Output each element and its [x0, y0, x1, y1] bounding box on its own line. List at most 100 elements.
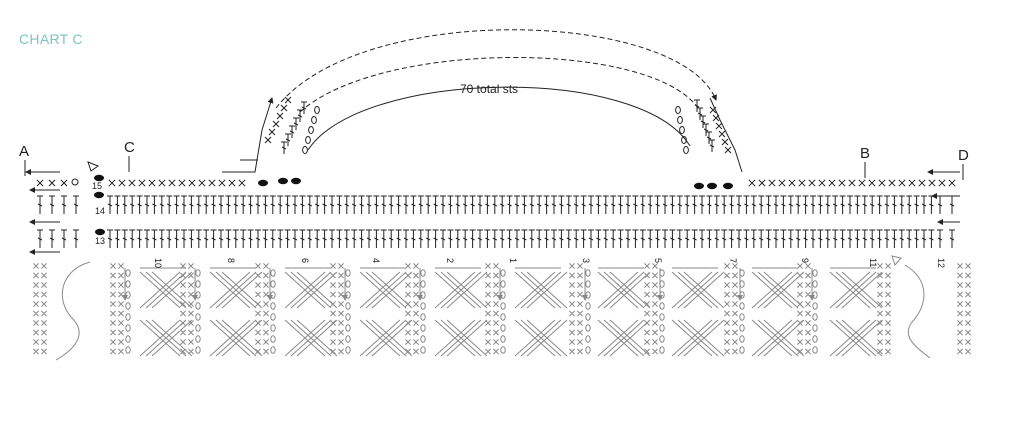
sc-stitch [263, 320, 269, 326]
dc-stitch [107, 195, 113, 214]
sc-stitch [577, 310, 583, 317]
repeat-row-number: 11 [868, 258, 878, 267]
dc-stitch [802, 229, 809, 248]
sc-stitch [709, 106, 717, 114]
sc-stitch [338, 272, 344, 279]
sc-stitch [805, 282, 811, 288]
crossed-stitch [446, 271, 488, 309]
sc-stitch [732, 272, 738, 279]
sc-stitch [180, 291, 186, 298]
dc-stitch [728, 195, 735, 214]
dc-stitch [121, 195, 128, 214]
chain-oval [739, 302, 745, 310]
crossed-stitch [139, 271, 181, 309]
sc-stitch [413, 339, 419, 345]
chain-oval [311, 116, 317, 124]
sc-stitch [493, 329, 499, 336]
sc-stitch [413, 282, 419, 288]
crossed-stitch [209, 271, 251, 309]
dc-stitch [440, 195, 446, 214]
chain-oval [420, 335, 426, 343]
dc-stitch [380, 229, 387, 248]
dc-stitch [395, 195, 402, 214]
sc-stitch [918, 179, 926, 187]
sc-stitch [110, 310, 116, 317]
dc-stitch [713, 229, 720, 248]
dc-stitch [699, 229, 705, 248]
chain-oval [270, 280, 276, 288]
dc-stitch [49, 229, 55, 248]
dc-stitch [573, 229, 580, 248]
dc-stitch [773, 229, 779, 248]
sc-stitch [118, 272, 124, 279]
dc-stitch [617, 229, 624, 248]
chain-oval [585, 335, 591, 343]
sc-stitch [965, 272, 971, 279]
dc-stitch [736, 229, 742, 248]
dc-stitch [454, 229, 461, 248]
dc-stitch [37, 195, 43, 214]
crossed-stitch [597, 271, 639, 309]
sc-stitch [41, 329, 47, 336]
sc-stitch [228, 179, 236, 187]
sc-stitch [877, 263, 883, 269]
repeat-row-number: 10 [153, 258, 163, 268]
sc-stitch [732, 320, 738, 326]
sc-stitch [885, 282, 891, 288]
bobble-stitch [694, 182, 704, 190]
sc-stitch [732, 348, 738, 355]
sc-stitch [828, 179, 836, 187]
dc-stitch [928, 229, 935, 248]
sc-stitch [41, 263, 47, 269]
dc-stitch [898, 229, 905, 248]
sc-stitch [138, 179, 146, 187]
sc-stitch [493, 272, 499, 279]
dc-stitch [181, 229, 187, 248]
sc-stitch [644, 310, 650, 317]
dc-stitch [277, 195, 284, 214]
span-label: 70 total sts [460, 82, 518, 96]
sc-stitch [877, 339, 883, 345]
chain-oval [739, 346, 745, 354]
chain-oval [420, 324, 426, 332]
dc-stitch [521, 195, 528, 214]
sc-stitch [652, 329, 658, 336]
sc-stitch [569, 263, 575, 269]
dc-stitch [743, 195, 750, 214]
chain-oval [659, 335, 665, 343]
sc-stitch [797, 310, 803, 317]
sc-stitch [413, 263, 419, 269]
sc-stitch [264, 136, 272, 144]
sc-stitch [338, 282, 344, 288]
sc-stitch [724, 263, 730, 269]
sc-stitch [732, 301, 738, 307]
dc-stitch [676, 229, 683, 248]
sc-stitch [485, 339, 491, 345]
sc-stitch [405, 329, 411, 336]
dc-stitch [921, 195, 927, 214]
chain-oval [270, 269, 276, 277]
chain-oval [195, 280, 201, 288]
dc-stitch [728, 229, 735, 248]
chain-oval [195, 324, 201, 332]
sc-stitch [33, 348, 39, 355]
crossed-stitch [446, 319, 488, 357]
dc-stitch [647, 195, 654, 214]
repeat-row-number: 5 [653, 258, 663, 263]
point-label-b: B [860, 145, 870, 162]
dc-stitch [787, 229, 794, 248]
chain-oval [270, 324, 276, 332]
sc-stitch [330, 282, 336, 288]
sc-stitch [644, 291, 650, 298]
sc-stitch [405, 291, 411, 298]
dc-stitch [293, 117, 299, 130]
sc-stitch [644, 282, 650, 288]
chain-oval [125, 269, 131, 277]
sc-stitch [33, 329, 39, 336]
dc-stitch [225, 229, 232, 248]
dc-stitch [514, 229, 520, 248]
sc-stitch [338, 320, 344, 326]
sc-stitch [41, 320, 47, 326]
sc-stitch [577, 329, 583, 336]
dc-stitch [876, 195, 883, 214]
